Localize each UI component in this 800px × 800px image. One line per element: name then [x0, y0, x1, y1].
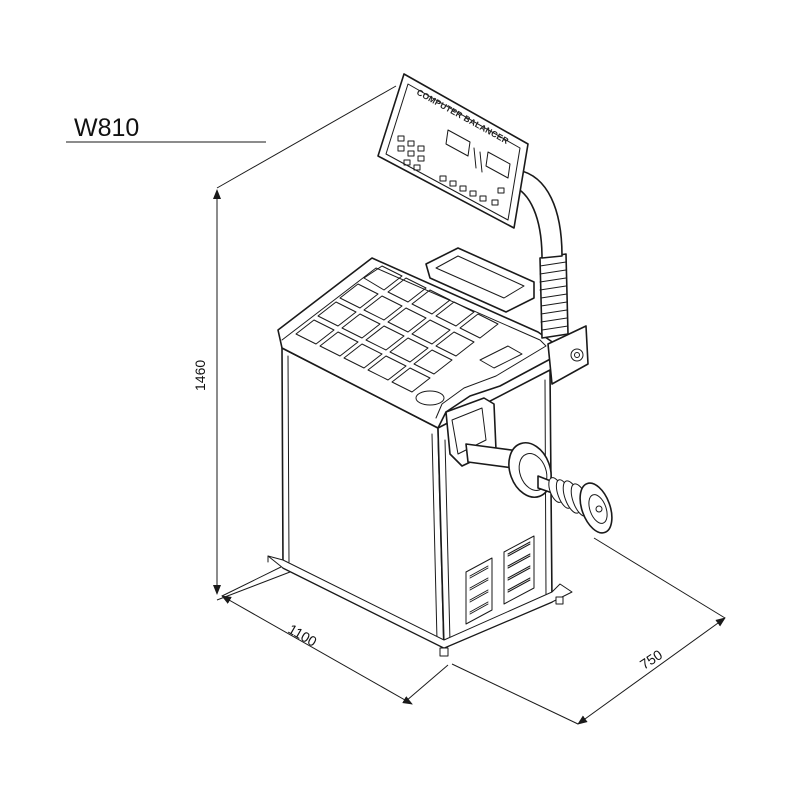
column-knob [570, 348, 584, 362]
panel-button [417, 155, 425, 162]
panel-button [459, 185, 467, 192]
panel-button [397, 145, 405, 152]
column-base-block [547, 325, 589, 385]
tray-front-hole [415, 390, 445, 406]
tray-compartment-row [339, 283, 475, 357]
height-extension-top [216, 85, 397, 189]
readout-window-right [485, 151, 511, 179]
tray-back-tray-inner [435, 255, 525, 299]
tray-compartment-row [317, 301, 453, 375]
vent-slot-lines [507, 541, 531, 593]
panel-button [491, 199, 499, 206]
cabinet-base [267, 555, 573, 649]
panel-buttons-bottom [439, 175, 505, 206]
model-name: W810 [74, 114, 139, 142]
goose-neck [511, 169, 563, 259]
panel-button [479, 195, 487, 202]
vent-frame-left [465, 557, 493, 625]
panel-button [407, 140, 415, 147]
depth-dimension-line [577, 617, 726, 725]
quick-nut-center [595, 505, 603, 513]
panel-button [417, 145, 425, 152]
quick-nut-inner [588, 494, 608, 524]
panel-buttons-left [397, 135, 425, 171]
panel-button [497, 187, 505, 194]
vent-frame-right [503, 535, 535, 605]
depth-value: 750 [637, 646, 665, 672]
tray-front-pocket [479, 345, 523, 369]
foot-front [439, 647, 449, 657]
cabinet [267, 347, 573, 657]
readout-window-left [445, 129, 471, 157]
panel-button [449, 180, 457, 187]
display-column [511, 169, 569, 339]
tray-compartments [295, 265, 499, 393]
panel-button [439, 175, 447, 182]
height-dimension: 1460 [192, 85, 397, 601]
height-extension-bottom [216, 571, 291, 601]
panel-button [413, 164, 421, 171]
depth-extension-back [593, 537, 726, 619]
display-panel-frame [377, 73, 529, 229]
width-extension-right [405, 664, 449, 702]
display-panel: COMPUTER BALANCER [377, 73, 529, 229]
vent-slot-lines [469, 565, 489, 615]
foot-right [555, 596, 564, 605]
column-knob-center [574, 352, 580, 358]
wrench-icon [473, 147, 483, 173]
tray-compartment-row [363, 265, 499, 339]
weight-tray [277, 247, 559, 429]
bellows-rings [539, 261, 569, 331]
panel-button [397, 135, 405, 142]
model-label: W810 [66, 114, 266, 143]
width-dimension-line [221, 595, 413, 705]
panel-button [407, 150, 415, 157]
balancer-shaft [465, 442, 613, 534]
display-panel-bezel [385, 83, 521, 221]
cabinet-edge-line [287, 355, 290, 563]
height-value: 1460 [192, 360, 208, 391]
tray-compartment-row [295, 319, 431, 393]
vent-slots [465, 535, 535, 625]
panel-button [403, 159, 411, 166]
depth-extension-front [451, 663, 579, 725]
width-value: 1100 [286, 621, 320, 650]
shaft-housing-plate [451, 407, 487, 455]
panel-button [469, 190, 477, 197]
width-extension-left [221, 564, 286, 597]
cabinet-edge-line [431, 433, 438, 641]
cabinet-edge-line [444, 439, 451, 643]
